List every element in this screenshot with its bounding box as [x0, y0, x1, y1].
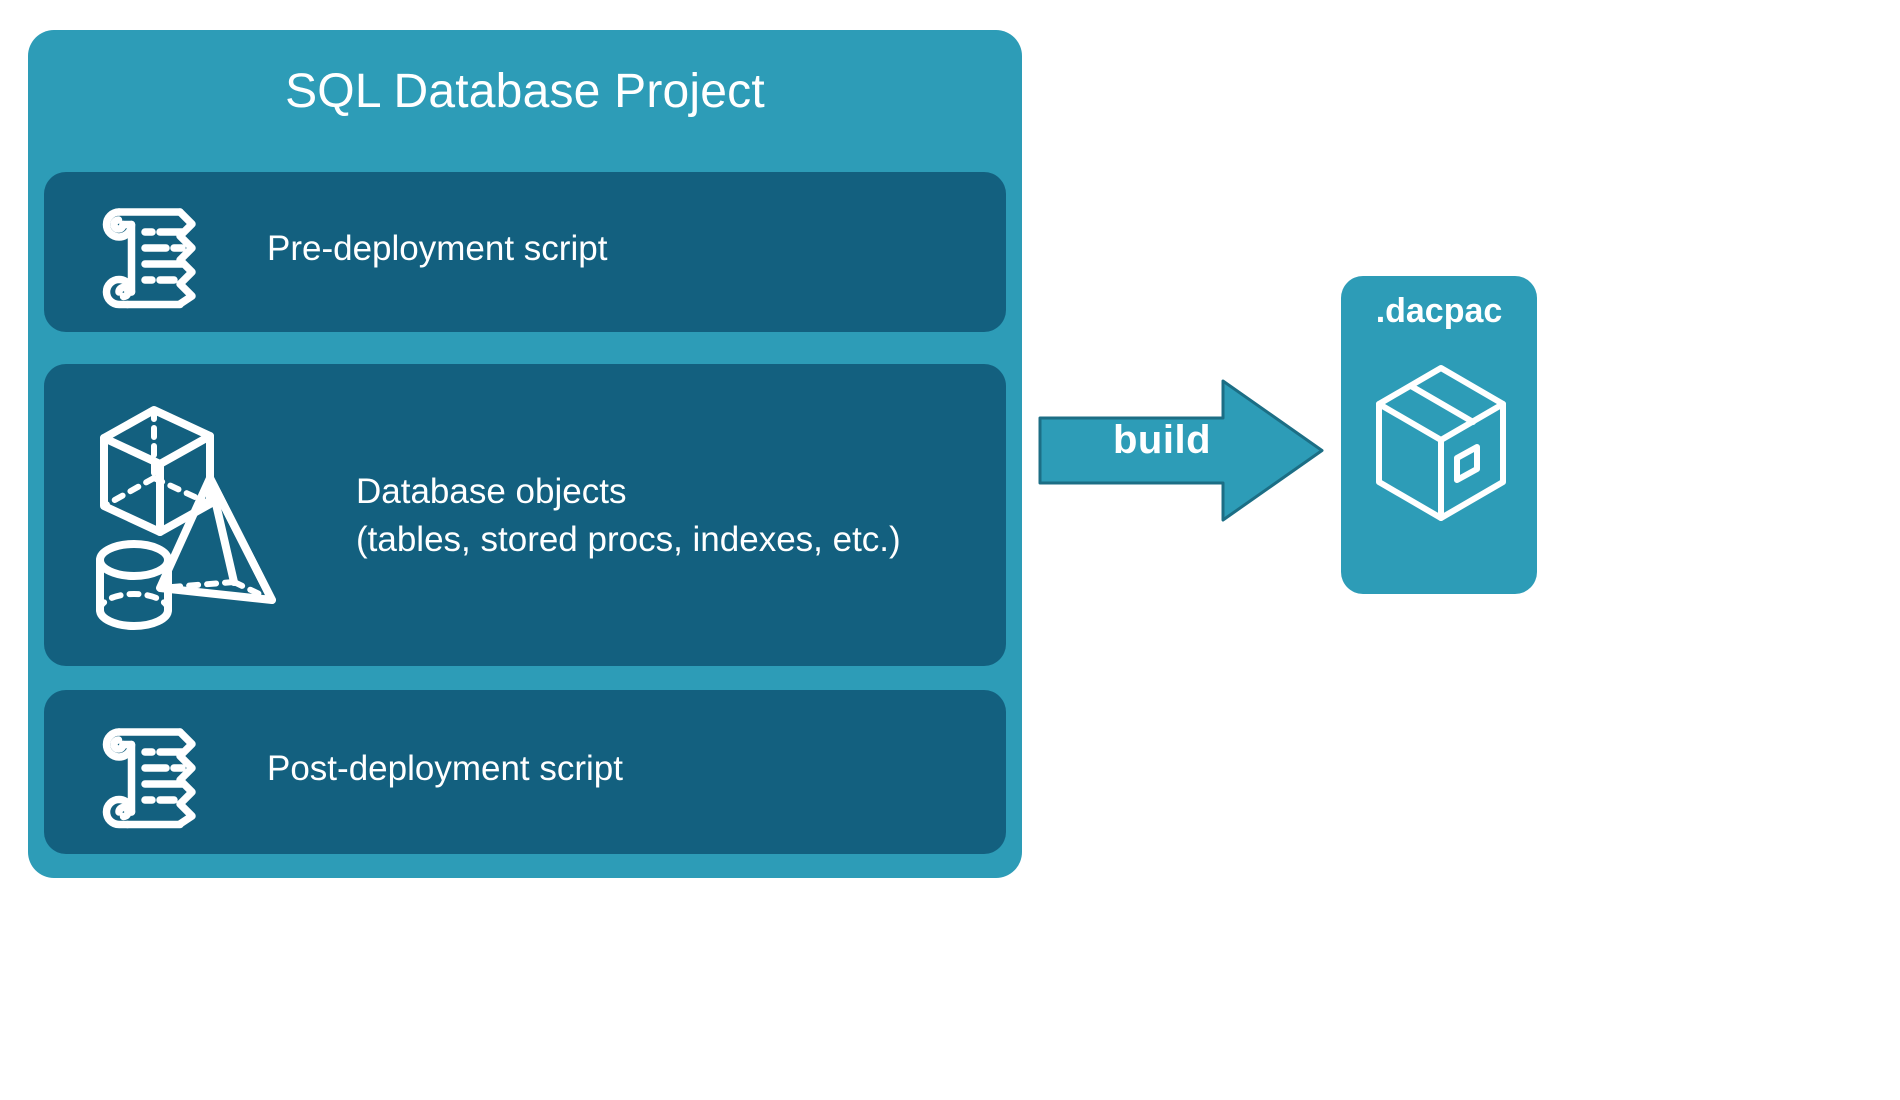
sql-database-project-container: SQL Database Project — [28, 30, 1022, 878]
page-title: SQL Database Project — [285, 65, 765, 118]
panel-label-pre-deployment: Pre-deployment script — [267, 229, 608, 268]
scroll-icon — [88, 194, 206, 310]
panel-label-post-deployment: Post-deployment script — [267, 749, 623, 788]
dacpac-output-card[interactable]: .dacpac — [1341, 276, 1537, 594]
package-box-icon — [1371, 358, 1511, 558]
3d-shapes-icon — [82, 392, 334, 640]
panel-label-database-objects: Database objects (tables, stored procs, … — [356, 472, 901, 559]
panel-database-objects[interactable]: Database objects (tables, stored procs, … — [44, 364, 1006, 666]
right-arrow-icon — [1038, 378, 1325, 523]
build-arrow-label: build — [1112, 418, 1212, 462]
panel-post-deployment[interactable]: Post-deployment script — [44, 690, 1006, 854]
panel-pre-deployment[interactable]: Pre-deployment script — [44, 172, 1006, 332]
scroll-icon — [88, 714, 206, 830]
dacpac-label: .dacpac — [1375, 292, 1503, 330]
